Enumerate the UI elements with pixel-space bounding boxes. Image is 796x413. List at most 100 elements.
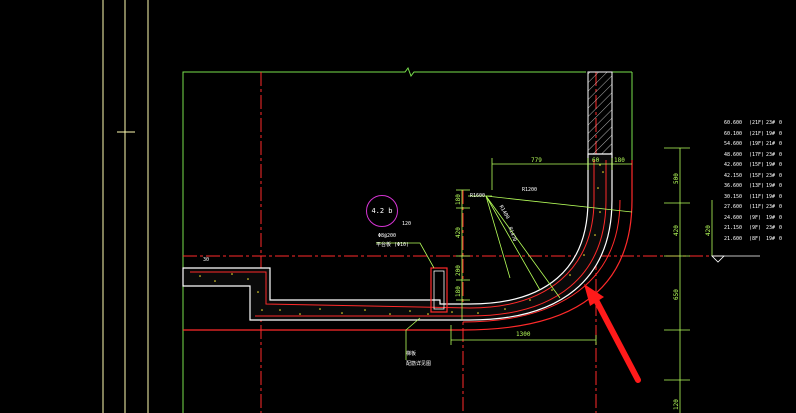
elevation-cell-mark: 0 (779, 172, 783, 179)
elevation-cell-h: 19# (766, 193, 776, 200)
elevation-row: 21.600 (8F) 19#0 (724, 234, 796, 245)
radius-line-3 (485, 195, 633, 213)
elevation-cell-elev: 21.150 (724, 225, 743, 232)
section-tag-label: 4.2 b (371, 207, 393, 215)
elevation-cell-elev: 42.150 (724, 172, 743, 179)
bottom-note-1: 梯板 (406, 351, 417, 357)
elevation-cell-h: 19# (766, 235, 776, 242)
small-label: R1600 (470, 193, 486, 199)
elevation-cell-mark: 0 (779, 183, 783, 190)
elevation-cell-h: 19# (766, 130, 776, 137)
elevation-cell-mark: 0 (779, 235, 783, 242)
dim-right-label-2: 420 (673, 225, 680, 236)
elevation-cell-elev: 30.150 (724, 193, 743, 200)
elevation-cell-elev: 60.100 (724, 130, 743, 137)
elevation-cell-floor: (8F) (749, 235, 762, 242)
elevation-cell-h: 21# (766, 141, 776, 148)
section-tag-circle[interactable]: 4.2 b (366, 195, 398, 227)
elevation-cell-mark: 0 (779, 225, 783, 232)
radius-line-2 (485, 195, 511, 279)
rebar-bottom (255, 160, 607, 317)
elevation-cell-h: 19# (766, 214, 776, 221)
elevation-cell-elev: 21.600 (724, 235, 743, 242)
elevation-row: 48.600(17F)23#0 (724, 150, 796, 161)
elevation-cell-h: 23# (766, 120, 776, 127)
elevation-cell-mark: 0 (779, 204, 783, 211)
elevation-cell-mark: 0 (779, 130, 783, 137)
elevation-cell-floor: (19F) (749, 141, 765, 148)
callout-text-1: Φ8@200 (378, 233, 397, 239)
wall-column (587, 71, 613, 155)
elevation-cell-floor: (15F) (749, 172, 765, 179)
elevation-row: 21.150 (9F) 23#0 (724, 223, 796, 234)
callout-leader-1 (376, 242, 435, 269)
radius-line-4 (485, 195, 561, 299)
dim-left-label-3: 200 (455, 265, 462, 276)
elevation-cell-h: 23# (766, 204, 776, 211)
dim-left-label-2: 420 (455, 227, 462, 238)
elevation-row: 42.600 (15F)19#0 (724, 160, 796, 171)
elevation-row: 24.600 (9F) 19#0 (724, 213, 796, 224)
elevation-cell-elev: 60.600 (724, 120, 743, 127)
elevation-cell-floor: (11F) (749, 204, 765, 211)
elevation-cell-elev: 24.600 (724, 214, 743, 221)
elevation-cell-floor: (9F) (749, 214, 762, 221)
elevation-row: 60.600 (21F)23#0 (724, 118, 796, 129)
elevation-cell-h: 23# (766, 225, 776, 232)
dim-top-label-1: 779 (531, 157, 542, 164)
elevation-cell-mark: 0 (779, 141, 783, 148)
red-arrow (584, 284, 641, 383)
elevation-cell-h: 19# (766, 183, 776, 190)
elevation-cell-floor: (9F) (749, 225, 762, 232)
elevation-row: 36.600 (13F)19#0 (724, 181, 796, 192)
elevation-cell-mark: 0 (779, 193, 783, 200)
stair-slab (182, 153, 613, 321)
elevation-cell-mark: 0 (779, 120, 783, 127)
dim-top-label-2: 60 (592, 157, 600, 164)
elevation-cell-floor: (17F) (749, 151, 765, 158)
bottom-note-2: 配筋详见图 (406, 361, 432, 367)
dim-top-label-3: 180 (614, 157, 625, 164)
radius-line-1 (485, 195, 541, 291)
red-wall-inner (462, 199, 621, 323)
left-arrow-label: 30 (203, 257, 210, 263)
elevation-cell-h: 19# (766, 162, 776, 169)
elevation-cell-elev: 36.600 (724, 183, 743, 190)
elevation-cell-floor: (21F) (749, 120, 765, 127)
dim-right-label-1: 500 (673, 173, 680, 184)
callout-text-3: 120 (402, 221, 412, 227)
dim-right-label-4: 120 (673, 399, 680, 410)
dim-far-right-label: 420 (705, 225, 712, 236)
elevation-cell-floor: (13F) (749, 183, 765, 190)
elevation-cell-mark: 0 (779, 162, 783, 169)
elevation-cell-elev: 48.600 (724, 151, 743, 158)
elevation-row: 54.600 (19F)21#0 (724, 139, 796, 150)
callout-text-2: 平台板 (Φ10) (376, 242, 410, 248)
elevation-cell-mark: 0 (779, 151, 783, 158)
elevation-cell-mark: 0 (779, 214, 783, 221)
concrete-dots (199, 164, 604, 315)
rebar-top (190, 160, 595, 309)
outline-box (182, 66, 586, 413)
elevation-row: 42.150(15F)23#0 (724, 171, 796, 182)
dim-left-label-1: 180 (455, 194, 462, 205)
white-detail-box (433, 270, 445, 310)
elevation-row: 27.600 (11F)23#0 (724, 202, 796, 213)
elevation-marker (711, 255, 725, 263)
callout-leader-2 (405, 317, 421, 360)
elevation-cell-floor: (11F) (749, 193, 765, 200)
elevation-cell-floor: (21F) (749, 130, 765, 137)
elevation-cell-elev: 42.600 (724, 162, 743, 169)
elevation-row: 60.100 (21F)19#0 (724, 129, 796, 140)
radius-label: R1200 (522, 187, 538, 193)
dim-bottom-label: 1300 (516, 331, 531, 338)
elevation-cell-elev: 27.600 (724, 204, 743, 211)
dim-right-label-3: 650 (673, 289, 680, 300)
elevation-cell-elev: 54.600 (724, 141, 743, 148)
red-wall-outer (183, 160, 633, 331)
elevation-row: 30.150 (11F)19#0 (724, 192, 796, 203)
dim-left-label-4: 180 (455, 286, 462, 297)
elevation-cell-floor: (15F) (749, 162, 765, 169)
